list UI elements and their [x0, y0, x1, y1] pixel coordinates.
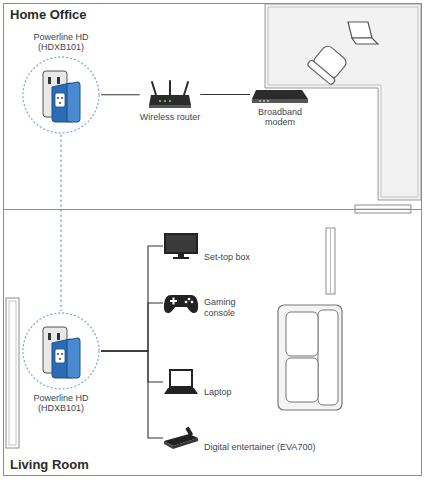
gamepad-body — [164, 295, 198, 313]
cable-link — [101, 303, 163, 351]
window-frame — [326, 228, 335, 294]
adapter-side — [67, 82, 80, 122]
device-label: Powerline HD (HDXB101) — [21, 393, 101, 414]
router-base — [149, 105, 191, 108]
outline-circle — [23, 57, 99, 133]
shelf-frame — [6, 298, 19, 448]
adapter-outlet — [55, 93, 65, 107]
modem-icon — [250, 87, 310, 104]
shelf — [6, 298, 19, 448]
router-icon — [148, 80, 192, 109]
tv-base — [173, 257, 189, 259]
device-label: Gaming console — [204, 297, 250, 318]
tv-frame — [164, 233, 198, 254]
gamepad-icon — [163, 290, 199, 316]
sofa-back — [318, 310, 338, 405]
outlet-slot — [48, 77, 51, 84]
chair-back — [307, 59, 336, 85]
device-label: Powerline HD (HDXB101) — [21, 32, 101, 53]
device-label: Digital entertainer (EVA700) — [204, 442, 315, 452]
powerline-icon — [21, 311, 101, 391]
box-front — [173, 438, 198, 449]
adapter-outlet — [55, 349, 65, 363]
box-side — [164, 441, 173, 449]
device-label: Set-top box — [204, 252, 250, 262]
living-window — [326, 228, 335, 294]
tv-stand — [178, 254, 184, 257]
antenna — [184, 82, 188, 95]
adapter-side — [67, 338, 80, 378]
room-label: Living Room — [10, 457, 89, 472]
cable-link — [200, 94, 250, 95]
powerline-adapter: Powerline HD (HDXB101) — [21, 311, 101, 414]
cable-link — [101, 94, 140, 95]
device-node: Digital entertainer (EVA700) — [163, 426, 315, 450]
modem-body — [252, 90, 308, 99]
sofa-cushion — [286, 312, 318, 356]
router-body — [149, 95, 191, 105]
remote — [185, 427, 193, 437]
tv-icon — [163, 232, 199, 260]
desk-laptop — [348, 22, 378, 44]
laptop-base — [164, 388, 198, 394]
laptop-base — [352, 38, 378, 44]
window-pane — [330, 229, 331, 293]
outlet-slot — [57, 333, 60, 340]
office-chair — [307, 43, 350, 86]
modem-front — [252, 99, 308, 103]
laptop-screen — [170, 370, 192, 387]
device-node: Gaming console — [163, 290, 250, 316]
laptop-icon — [163, 369, 199, 395]
antenna — [169, 81, 171, 95]
device-label: Broadband modem — [251, 107, 309, 128]
device-label: Laptop — [204, 387, 232, 397]
cable-link — [101, 351, 163, 438]
room-area: Living Room Powerline HD (HDXB101) Set-top… — [3, 209, 422, 476]
entertainer-icon — [163, 426, 199, 450]
sofa-frame — [278, 305, 342, 410]
powerline-icon — [21, 55, 101, 135]
laptop-screen — [348, 22, 372, 38]
tv-screen — [166, 235, 196, 252]
powerline-adapter: Powerline HD (HDXB101) — [21, 32, 101, 135]
device-label: Wireless router — [140, 112, 201, 122]
shelf-inner — [9, 301, 16, 445]
outlet-slot — [48, 333, 51, 340]
antenna — [152, 82, 156, 95]
device-node: Set-top box — [163, 232, 250, 260]
room-label: Home Office — [10, 7, 87, 22]
powerline-link — [60, 135, 62, 311]
cable-link — [101, 246, 163, 351]
device-node: Laptop — [163, 369, 232, 395]
outline-circle — [23, 313, 99, 389]
device-node: Wireless router — [140, 80, 201, 122]
outlet-slot — [57, 77, 60, 84]
sofa — [278, 305, 342, 410]
device-node: Broadband modem — [250, 87, 310, 128]
sofa-cushion — [286, 358, 318, 402]
room-area: Home OfficePowerline HD (HDXB101) Wireles… — [3, 3, 422, 210]
cable-link — [101, 351, 163, 382]
